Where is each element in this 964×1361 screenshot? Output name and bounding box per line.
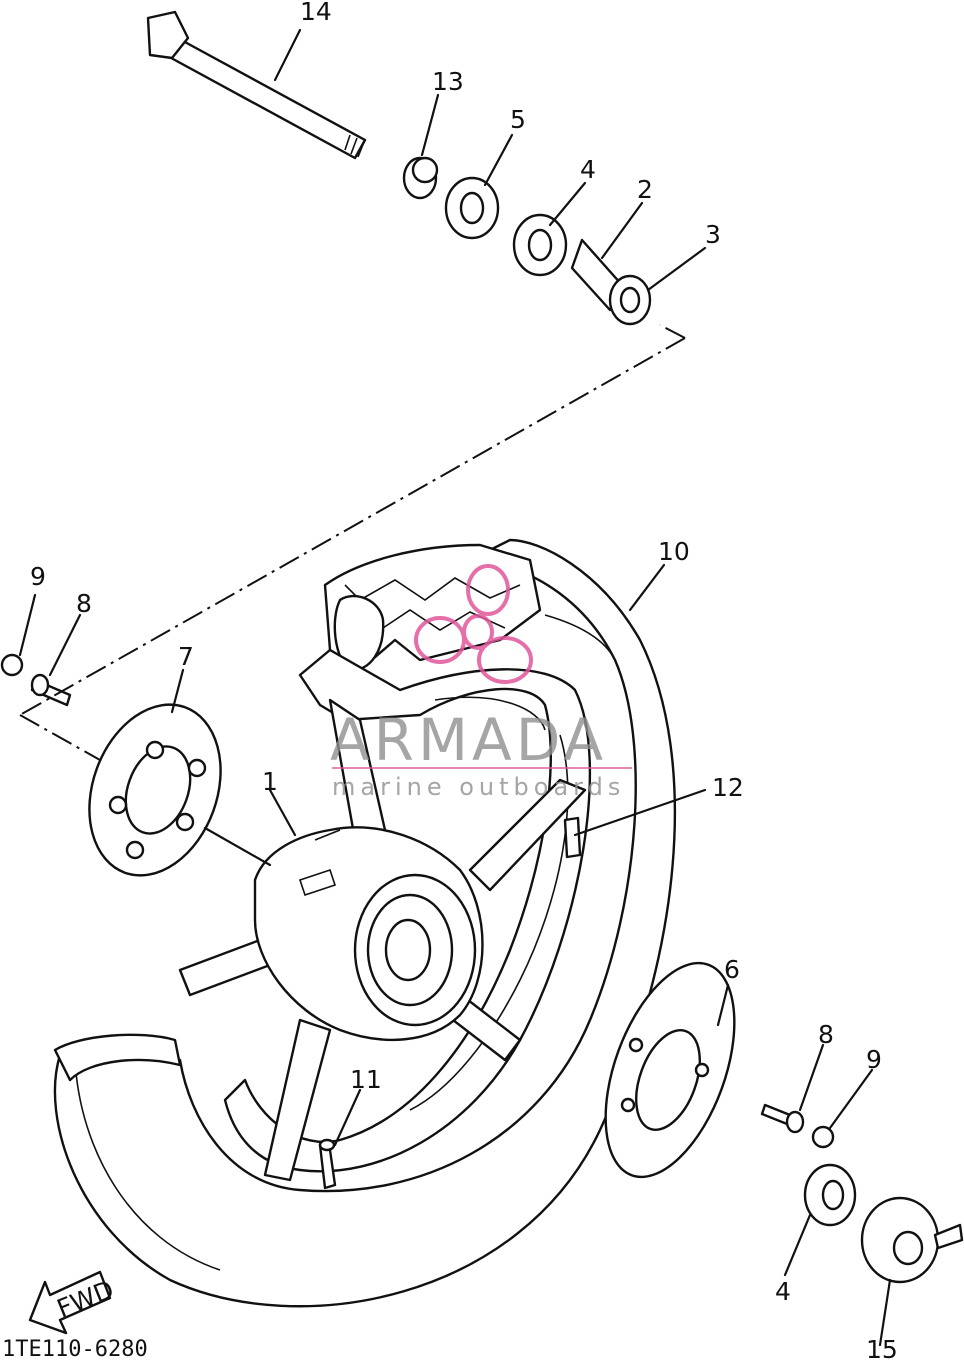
bearing-upper-left xyxy=(444,176,500,240)
axis-line-lower xyxy=(19,714,101,761)
callout-5: 5 xyxy=(510,105,526,134)
callout-9-left: 9 xyxy=(30,562,46,591)
bolt-right xyxy=(760,1103,805,1134)
bearing-upper-right xyxy=(512,213,568,277)
callout-8-left: 8 xyxy=(76,589,92,618)
leader-lines xyxy=(18,28,892,1347)
bearing-lower xyxy=(803,1163,857,1227)
callout-11: 11 xyxy=(350,1065,382,1094)
watermark: ARMADA marine outboards xyxy=(330,564,632,801)
callout-8-right: 8 xyxy=(818,1020,834,1049)
callout-14: 14 xyxy=(300,0,332,26)
callout-10: 10 xyxy=(658,537,690,566)
bolt-left xyxy=(30,673,72,707)
collar xyxy=(402,156,439,200)
fwd-arrow: FWD xyxy=(28,1270,118,1335)
brake-disc-left xyxy=(88,703,222,877)
valve-stem xyxy=(318,1138,337,1190)
watermark-tagline: marine outboards xyxy=(332,773,625,801)
nut-right xyxy=(811,1125,835,1149)
watermark-brand: ARMADA xyxy=(330,706,607,774)
callout-4-upper: 4 xyxy=(580,155,596,184)
callout-2: 2 xyxy=(637,175,653,204)
callout-6: 6 xyxy=(724,955,740,984)
callout-3: 3 xyxy=(705,220,721,249)
tire xyxy=(53,538,677,1308)
gear-unit xyxy=(860,1196,964,1284)
axle xyxy=(146,10,367,160)
drawing-code: 1TE110-6280 xyxy=(2,1337,148,1361)
callout-15: 15 xyxy=(866,1335,898,1361)
callout-4-lower: 4 xyxy=(775,1277,791,1306)
watermark-logo-icon xyxy=(414,564,533,684)
brake-disc-right xyxy=(604,961,736,1179)
callout-13: 13 xyxy=(432,67,464,96)
callout-12: 12 xyxy=(712,773,744,802)
cast-wheel xyxy=(178,648,592,1182)
spacer xyxy=(570,238,652,326)
balance-weight xyxy=(563,816,582,859)
axis-line-upper xyxy=(19,324,686,716)
nut-left xyxy=(0,653,24,677)
callout-9-right: 9 xyxy=(866,1045,882,1074)
callout-7: 7 xyxy=(178,642,194,671)
callout-1: 1 xyxy=(262,767,278,796)
